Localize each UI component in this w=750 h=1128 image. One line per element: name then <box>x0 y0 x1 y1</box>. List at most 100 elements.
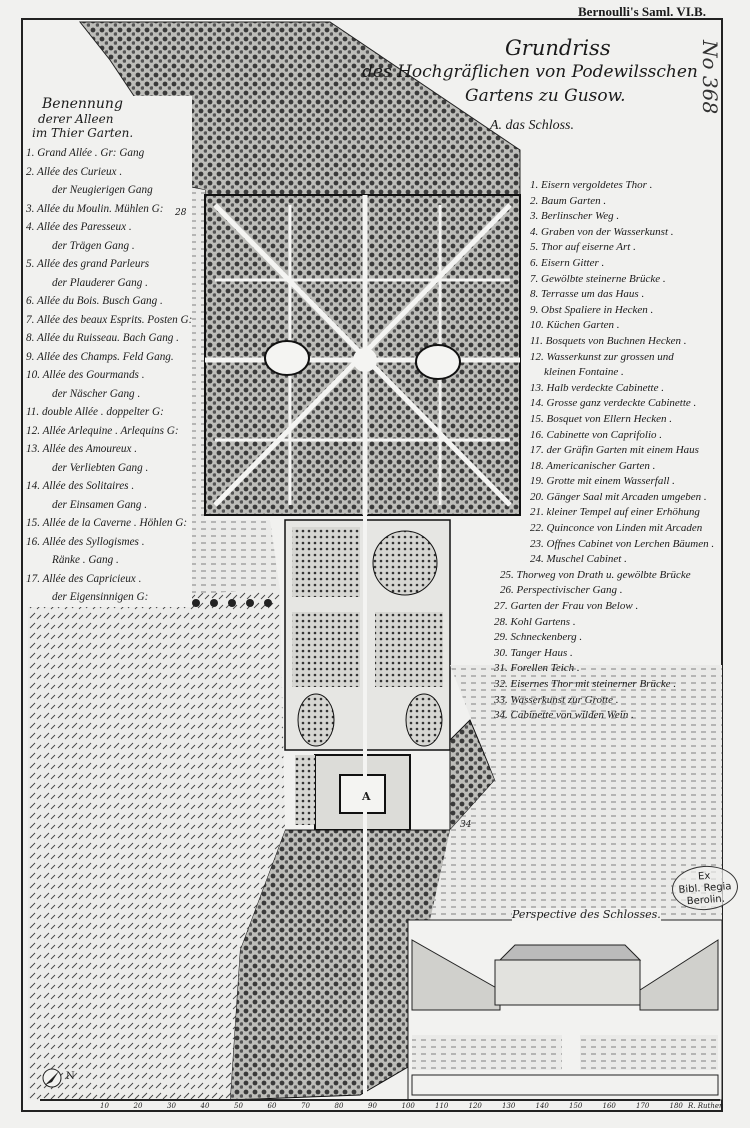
garden-key-item: 12. Wasserkunst zur grossen und <box>530 350 674 363</box>
scale-tick-label: 150 <box>569 1102 583 1110</box>
deer-park-field <box>28 590 285 1100</box>
left-legend: Benennung derer Alleen im Thier Garten. … <box>26 96 193 607</box>
collection-reference: Bernoulli's Saml. VI.B. <box>578 4 706 19</box>
garden-key-item: 5. Thor auf eiserne Art . <box>530 241 636 254</box>
alley-legend-item: 3. Allée du Moulin. Mühlen G: <box>26 202 164 215</box>
scale-tick-label: 20 <box>133 1102 143 1110</box>
garden-key-item: 28. Kohl Gartens . <box>494 615 576 628</box>
alley-legend-item: 2. Allée des Curieux . <box>26 165 123 178</box>
garden-key-item: 34. Cabinette von wilden Wein . <box>494 709 634 722</box>
parterre-gardens <box>284 519 496 832</box>
map-label-34: 34 <box>460 820 472 830</box>
alley-legend-item: 16. Allée des Syllogismes . <box>26 535 145 548</box>
garden-key-item: 7. Gewölbte steinerne Brücke . <box>530 272 666 285</box>
alley-legend-item: der Verliebten Gang . <box>52 461 149 474</box>
alley-legend-item: der Trägen Gang . <box>52 239 135 252</box>
scale-tick-label: 130 <box>502 1102 516 1110</box>
alley-legend-item: 5. Allée des grand Parleurs <box>26 258 150 270</box>
garden-key-item: 17. der Gräfin Garten mit einem Haus <box>530 444 699 457</box>
key-a-castle: A. das Schloss. <box>490 118 574 133</box>
alley-legend-item: 10. Allée des Gourmands . <box>26 369 145 381</box>
alley-legend-item: der Neugierigen Gang <box>52 184 153 196</box>
garden-key-item: 1. Eisern vergoldetes Thor . <box>530 179 653 191</box>
alley-legend-item: 17. Allée des Capricieux . <box>26 572 142 585</box>
alley-legend-item: der Näscher Gang . <box>52 387 141 400</box>
alley-legend-item: 4. Allée des Paresseux . <box>26 221 132 233</box>
castle-schloss <box>295 754 411 831</box>
alley-legend-item: 13. Allée des Amoureux . <box>26 443 138 455</box>
garden-key-item: 2. Baum Garten . <box>530 194 607 207</box>
garden-key-item: 6. Eisern Gitter . <box>530 256 605 269</box>
main-bosquet-garden <box>204 194 521 516</box>
garden-key-item: 30. Tanger Haus . <box>494 646 573 659</box>
garden-key-item: 11. Bosquets von Buchnen Hecken . <box>530 334 687 347</box>
alley-legend-item: 6. Allée du Bois. Busch Gang . <box>26 295 163 307</box>
garden-key-item: 3. Berlinscher Weg . <box>530 210 620 223</box>
title-line-2: des Hochgräflichen von Podewilsschen <box>362 62 698 82</box>
garden-key-item: kleinen Fontaine . <box>544 366 624 379</box>
garden-key-item: 16. Cabinette von Caprifolio . <box>530 428 662 441</box>
scale-tick-label: 110 <box>435 1102 449 1110</box>
scale-tick-label: 180 <box>669 1102 683 1110</box>
perspective-title: Perspective des Schlosses. <box>512 908 661 921</box>
garden-key-list: 1. Eisern vergoldetes Thor . 2. Baum Gart… <box>494 178 714 724</box>
scale-tick-label: 170 <box>636 1102 650 1110</box>
scale-tick-label: 40 <box>200 1102 210 1110</box>
alley-legend-item: der Eigensinnigen G: <box>52 591 149 603</box>
alley-legend-item: 1. Grand Allée . Gr: Gang <box>26 147 145 159</box>
scale-tick-label: 60 <box>267 1102 277 1110</box>
garden-key-item: 26. Perspectivischer Gang . <box>500 584 623 597</box>
scale-tick-label: 160 <box>602 1102 616 1110</box>
legend-heading: derer Alleen <box>38 112 114 126</box>
scale-tick-label: 120 <box>468 1102 482 1110</box>
garden-key-item: 8. Terrasse um das Haus . <box>530 288 645 301</box>
compass-rose-icon <box>42 1068 62 1088</box>
alley-legend-item: 8. Allée du Ruisseau. Bach Gang . <box>26 332 179 344</box>
alley-legend-item: Ränke . Gang . <box>52 554 119 566</box>
scale-tick-label: 50 <box>234 1102 243 1110</box>
alley-legend-item: 12. Allée Arlequine . Arlequins G: <box>26 424 179 437</box>
garden-key-item: 31. Forellen Teich . <box>494 662 580 675</box>
legend-heading: im Thier Garten. <box>32 126 134 140</box>
garden-key-item: 15. Bosquet von Ellern Hecken . <box>530 412 673 425</box>
scale-tick-label: 70 <box>301 1102 310 1110</box>
castle-label: A <box>362 790 371 803</box>
castle-perspective-view <box>407 919 723 1101</box>
garden-key-item: 9. Obst Spaliere in Hecken . <box>530 303 654 316</box>
legend-heading: Benennung <box>42 96 123 112</box>
garden-key-item: 19. Grotte mit einem Wasserfall . <box>530 475 675 488</box>
handwritten-number: No 368 <box>698 40 722 115</box>
alley-legend-item: 7. Allée des beaux Esprits. Posten G: <box>26 313 193 326</box>
alley-legend-item: 14. Allée des Solitaires . <box>26 480 135 492</box>
scale-unit: R. Ruthen <box>688 1102 724 1110</box>
alleys-list: 1. Grand Allée . Gr: Gang 2. Allée des Cu… <box>26 144 192 607</box>
alley-legend-item: der Plauderer Gang . <box>52 276 148 289</box>
alley-legend-item: 15. Allée de la Caverne . Höhlen G: <box>26 517 188 529</box>
title-line-1: Grundriss <box>505 36 611 60</box>
garden-key-item: 10. Küchen Garten . <box>530 319 620 332</box>
garden-key-item: 27. Garten der Frau von Below . <box>494 600 639 613</box>
garden-key-item: 33. Wasserkunst zur Grotte . <box>494 693 619 706</box>
garden-key-item: 20. Gänger Saal mit Arcaden umgeben . <box>530 490 707 503</box>
garden-key-item: 18. Americanischer Garten . <box>530 459 656 472</box>
map-border <box>21 18 723 1112</box>
north-label: N <box>66 1071 75 1082</box>
garden-key-item: 24. Muschel Cabinet . <box>530 553 627 566</box>
scale-tick-label: 30 <box>167 1102 176 1110</box>
garden-key-item: 25. Thorweg von Drath u. gewölbte Brücke <box>500 568 691 581</box>
scale-tick-label: 140 <box>535 1102 549 1110</box>
scale-tick-label: 10 <box>100 1102 109 1110</box>
scale-tick-label: 80 <box>334 1102 344 1110</box>
alley-legend-item: der Einsamen Gang . <box>52 498 148 511</box>
garden-key-item: 22. Quinconce von Linden mit Arcaden <box>530 522 703 535</box>
map-label-28: 28 <box>175 208 187 218</box>
garden-key-item: 13. Halb verdeckte Cabinette . <box>530 381 664 394</box>
right-field <box>430 665 722 920</box>
garden-key-item: 14. Grosse ganz verdeckte Cabinette . <box>530 397 697 410</box>
scale-tick-label: 90 <box>368 1102 377 1110</box>
title-line-3: Gartens zu Gusow. <box>465 86 626 106</box>
alley-legend-item: 9. Allée des Champs. Feld Gang. <box>26 350 174 363</box>
alley-legend-item: 11. double Allée . doppelter G: <box>26 406 164 418</box>
garden-key-item: 32. Eisernes Thor mit steinerner Brücke … <box>494 678 677 690</box>
